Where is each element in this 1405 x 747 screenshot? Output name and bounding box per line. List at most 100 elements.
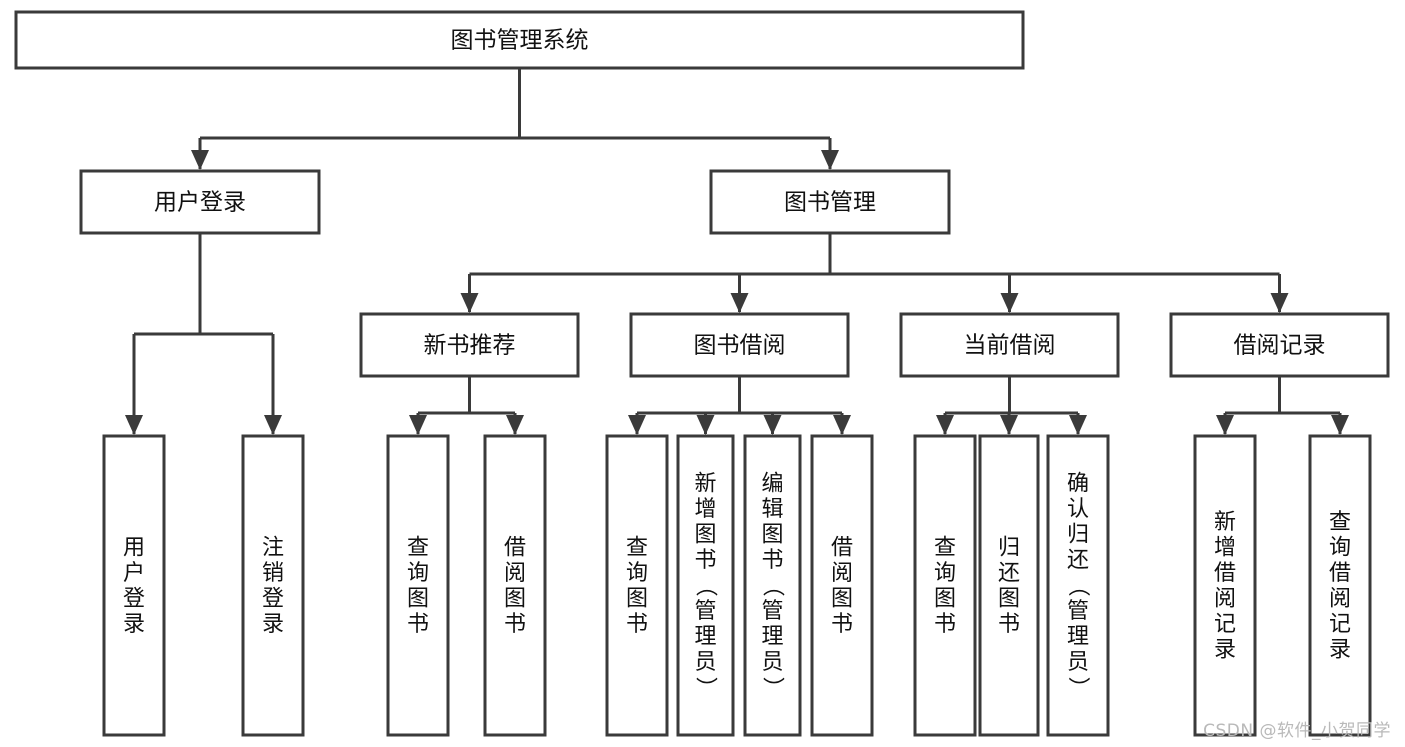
node-label-book-borrow: 图书借阅	[694, 333, 786, 359]
node-box-leaf-borrow-book-1	[483, 434, 547, 737]
node-label-char-leaf-query-book-2: 询	[626, 561, 648, 586]
arrow-head-to-book-manage	[821, 150, 839, 170]
node-label-book-manage: 图书管理	[784, 190, 876, 216]
node-label-char-leaf-return-book: 还	[998, 561, 1020, 586]
arrow-head-to-leaf-add-book-admin	[696, 415, 715, 435]
node-label-char-leaf-add-book-admin: 理	[694, 625, 716, 650]
node-label-root: 图书管理系统	[451, 28, 589, 54]
node-label-char-leaf-user-logout: 登	[262, 586, 284, 611]
node-label-char-leaf-edit-book-admin: 书	[761, 548, 783, 573]
node-label-char-leaf-confirm-return-admin: ）	[1065, 677, 1090, 699]
connector-layer	[125, 68, 1349, 435]
node-label-char-leaf-edit-book-admin: 图	[761, 523, 783, 548]
node-box-leaf-query-book-3	[913, 434, 977, 737]
node-box-leaf-query-book-1	[386, 434, 450, 737]
node-label-char-leaf-user-logout: 录	[262, 612, 284, 637]
node-label-char-leaf-edit-book-admin: 理	[761, 625, 783, 650]
node-borrow-record[interactable]: 借阅记录	[1169, 312, 1390, 378]
node-new-book-recommend[interactable]: 新书推荐	[359, 312, 580, 378]
arrow-head-to-book-borrow	[730, 293, 749, 313]
node-label-char-leaf-add-borrow-record: 新	[1214, 510, 1236, 535]
node-current-borrow[interactable]: 当前借阅	[899, 312, 1120, 378]
arrow-head-to-leaf-user-login	[125, 415, 143, 435]
node-box-leaf-edit-book-admin	[743, 434, 802, 737]
node-label-char-leaf-edit-book-admin: （	[760, 575, 785, 597]
node-label-char-leaf-query-book-3: 询	[934, 561, 956, 586]
node-label-char-leaf-edit-book-admin: 员	[761, 650, 783, 675]
node-label-borrow-record: 借阅记录	[1234, 333, 1326, 359]
node-box-current-borrow	[899, 312, 1120, 378]
node-box-leaf-add-borrow-record	[1193, 434, 1257, 737]
node-label-char-leaf-confirm-return-admin: 理	[1067, 625, 1089, 650]
node-layer: 图书管理系统用户登录图书管理新书推荐图书借阅当前借阅借阅记录用户登录注销登录查询…	[14, 10, 1390, 737]
node-box-new-book-recommend	[359, 312, 580, 378]
node-label-char-leaf-add-borrow-record: 借	[1214, 561, 1236, 586]
node-label-char-leaf-borrow-book-2: 图	[831, 586, 853, 611]
node-box-leaf-user-logout	[241, 434, 305, 737]
node-label-char-leaf-add-borrow-record: 增	[1214, 535, 1236, 560]
node-label-char-leaf-user-login: 户	[123, 561, 145, 586]
node-box-leaf-return-book	[978, 434, 1040, 737]
node-label-char-leaf-return-book: 归	[998, 535, 1020, 560]
arrow-head-to-leaf-edit-book-admin	[763, 415, 782, 435]
arrow-head-to-leaf-query-borrow-record	[1331, 415, 1349, 435]
node-label-char-leaf-confirm-return-admin: 员	[1067, 650, 1089, 675]
node-box-leaf-add-book-admin	[676, 434, 735, 737]
node-book-borrow[interactable]: 图书借阅	[629, 312, 850, 378]
node-box-leaf-user-login	[102, 434, 166, 737]
node-label-char-leaf-query-book-2: 书	[626, 612, 648, 637]
node-label-char-leaf-add-book-admin: 图	[694, 523, 716, 548]
arrow-head-to-leaf-query-book-2	[628, 415, 646, 435]
node-label-char-leaf-add-book-admin: 增	[694, 497, 716, 522]
node-box-leaf-borrow-book-2	[810, 434, 874, 737]
arrow-head-to-leaf-add-borrow-record	[1216, 415, 1234, 435]
node-label-char-leaf-user-logout: 销	[262, 561, 284, 586]
node-label-char-leaf-query-borrow-record: 查	[1329, 510, 1351, 535]
node-book-manage[interactable]: 图书管理	[709, 169, 951, 235]
node-root[interactable]: 图书管理系统	[14, 10, 1025, 70]
node-user-login[interactable]: 用户登录	[79, 169, 321, 235]
node-label-char-leaf-query-borrow-record: 阅	[1329, 586, 1351, 611]
node-label-char-leaf-confirm-return-admin: 管	[1067, 599, 1089, 624]
node-label-char-leaf-query-book-3: 查	[934, 535, 956, 560]
arrow-head-to-current-borrow	[1000, 293, 1019, 313]
node-label-char-leaf-borrow-book-2: 借	[831, 535, 853, 560]
node-label-char-leaf-borrow-book-1: 阅	[504, 561, 526, 586]
arrow-head-to-borrow-record	[1270, 293, 1289, 313]
arrow-head-to-leaf-borrow-book-1	[506, 415, 524, 435]
node-leaf-user-login[interactable]: 用户登录	[102, 434, 166, 737]
node-box-leaf-confirm-return-admin	[1046, 434, 1110, 737]
node-box-book-borrow	[629, 312, 850, 378]
node-label-char-leaf-borrow-book-2: 阅	[831, 561, 853, 586]
node-label-char-leaf-edit-book-admin: 编	[761, 472, 783, 497]
arrow-head-to-leaf-query-book-1	[409, 415, 427, 435]
node-label-char-leaf-query-borrow-record: 借	[1329, 561, 1351, 586]
node-label-char-leaf-borrow-book-1: 借	[504, 535, 526, 560]
node-label-char-leaf-add-book-admin: （	[693, 575, 718, 597]
node-label-user-login: 用户登录	[154, 190, 246, 216]
arrow-head-to-leaf-user-logout	[264, 415, 282, 435]
node-label-char-leaf-query-book-2: 查	[626, 535, 648, 560]
node-label-char-leaf-edit-book-admin: 辑	[761, 497, 783, 522]
node-label-char-leaf-confirm-return-admin: 认	[1067, 497, 1089, 522]
arrow-head-to-leaf-confirm-return-admin	[1069, 415, 1087, 435]
node-label-char-leaf-confirm-return-admin: 还	[1067, 548, 1089, 573]
node-label-char-leaf-user-logout: 注	[262, 535, 284, 560]
node-label-char-leaf-add-book-admin: ）	[693, 677, 718, 699]
node-label-current-borrow: 当前借阅	[964, 333, 1056, 359]
node-label-char-leaf-borrow-book-1: 图	[504, 586, 526, 611]
